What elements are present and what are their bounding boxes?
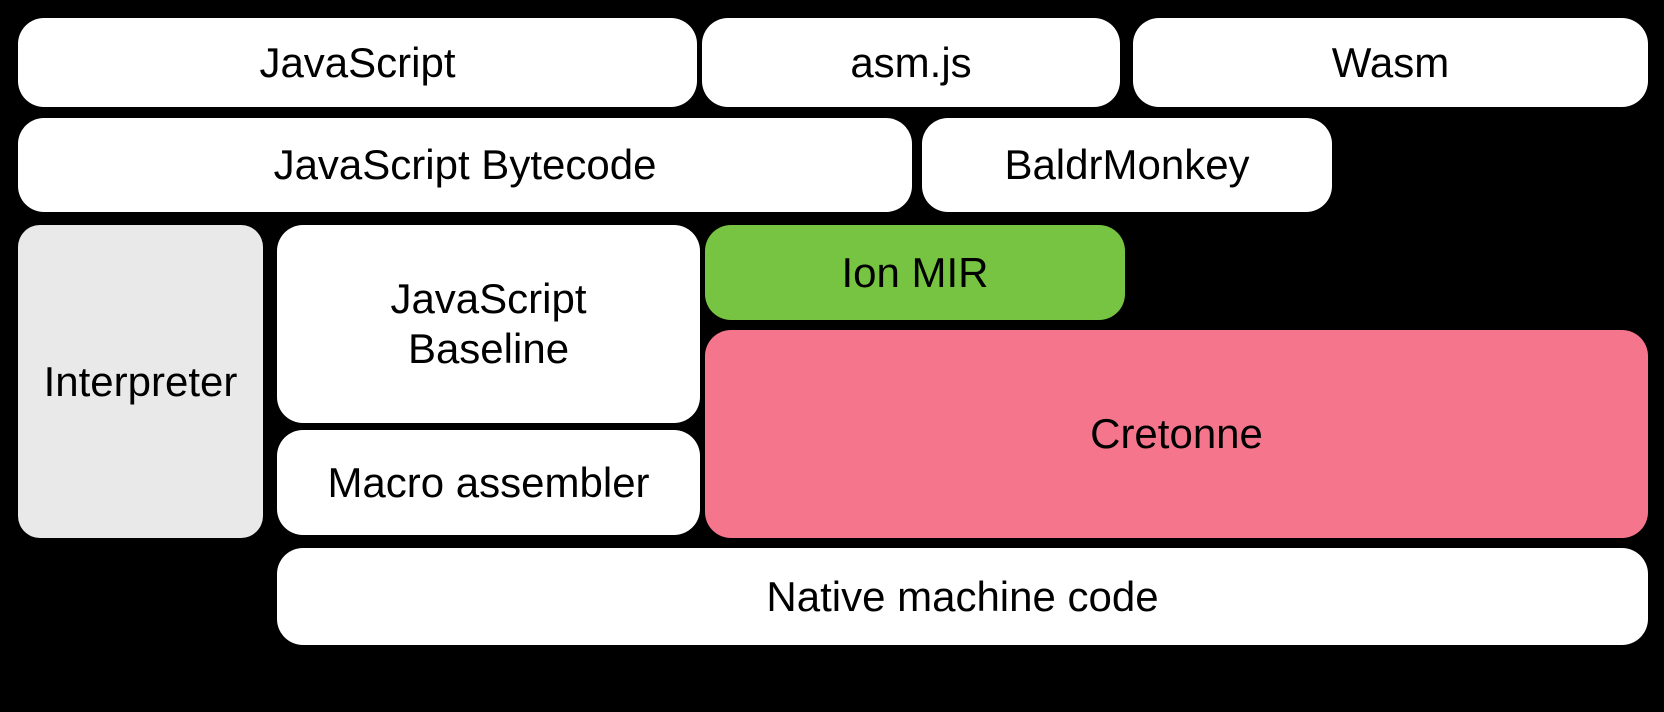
node-cretonne[interactable]: Cretonne bbox=[705, 330, 1648, 538]
node-ion-mir[interactable]: Ion MIR bbox=[705, 225, 1125, 320]
node-javascript-bytecode[interactable]: JavaScript Bytecode bbox=[18, 118, 912, 212]
node-javascript[interactable]: JavaScript bbox=[18, 18, 697, 107]
node-javascript-baseline[interactable]: JavaScript Baseline bbox=[277, 225, 700, 423]
node-wasm[interactable]: Wasm bbox=[1133, 18, 1648, 107]
node-asmjs[interactable]: asm.js bbox=[702, 18, 1120, 107]
node-macro-assembler[interactable]: Macro assembler bbox=[277, 430, 700, 535]
node-baldrmonkey[interactable]: BaldrMonkey bbox=[922, 118, 1332, 212]
node-interpreter[interactable]: Interpreter bbox=[18, 225, 263, 538]
node-native-machine-code[interactable]: Native machine code bbox=[277, 548, 1648, 645]
